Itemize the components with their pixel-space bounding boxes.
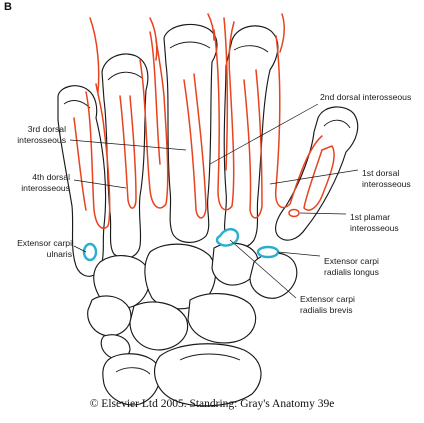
scaphoid-bone [187, 293, 257, 344]
first-metacarpal-head-line [323, 119, 351, 129]
lunate-bone [129, 301, 189, 351]
radius-articular-line [179, 353, 241, 361]
fourth-dorsal-interosseous-label: 4th dorsal interosseous [21, 172, 70, 193]
third-metacarpal-muscle-loop [183, 73, 207, 219]
finger-strand-3 [207, 13, 215, 41]
third-metacarpal-head-line [169, 41, 211, 49]
finger-strand-4 [279, 13, 285, 53]
fourth-metacarpal-muscle-loop [119, 95, 137, 209]
fifth-metacarpal-muscle-loop [73, 117, 87, 211]
extensor-carpi-radialis-longus-tendon [256, 245, 280, 259]
first-dorsal-interosseous-label: 1st dorsal interosseous [362, 168, 411, 189]
fourth-metacarpal-head-line [107, 71, 143, 81]
extensor-carpi-ulnaris-label: Extensor carpi ulnaris [17, 238, 72, 259]
leader-second-dorsal [209, 103, 319, 165]
leader-ecrb [229, 239, 297, 299]
leader-third-dorsal [69, 139, 187, 151]
triquetrum-bone [87, 295, 132, 337]
first-dorsal-interosseous-thumb-head [303, 145, 335, 211]
leader-ecu [73, 245, 87, 253]
third-dorsal-interosseous-muscle [139, 39, 169, 209]
second-dorsal-interosseous-muscle [213, 21, 235, 211]
leader-fourth-dorsal [73, 179, 127, 189]
second-dorsal-interosseous-label: 2nd dorsal interosseous [320, 92, 412, 102]
ulna-styloid-line [115, 367, 151, 375]
second-metacarpal-head-line [233, 45, 269, 53]
first-palmar-interosseous-oval [288, 208, 300, 218]
finger-strand-2 [149, 17, 158, 61]
third-dorsal-interosseous-head [149, 31, 161, 165]
leader-first-palmar [299, 212, 347, 215]
fourth-dorsal-interosseous-muscle [85, 83, 111, 230]
extensor-carpi-radialis-brevis-label: Extensor carpi radialis brevis [300, 294, 355, 315]
panel-letter: B [4, 1, 12, 13]
radius-bone [153, 343, 262, 407]
finger-strand-1 [89, 17, 100, 93]
ulna-bone [102, 353, 161, 406]
leader-ecrl [277, 251, 321, 257]
first-palmar-interosseous-label: 1st plamar interosseous [350, 212, 399, 233]
extensor-carpi-radialis-brevis-tendon [215, 228, 240, 247]
first-dorsal-interosseous-muscle [274, 35, 323, 209]
leader-first-dorsal [269, 169, 359, 185]
second-dorsal-interosseous-head [223, 17, 229, 171]
copyright-caption: © Elsevier Ltd 2005. Standring: Gray's A… [89, 398, 335, 410]
second-metacarpal-muscle-loop [243, 69, 263, 219]
third-dorsal-interosseous-label: 3rd dorsal interosseous [17, 124, 66, 145]
extensor-carpi-ulnaris-tendon [82, 242, 98, 262]
trapezium-bone [249, 252, 298, 299]
first-metacarpal-bone [275, 106, 359, 241]
extensor-carpi-radialis-longus-label: Extensor carpi radialis longus [324, 256, 379, 277]
